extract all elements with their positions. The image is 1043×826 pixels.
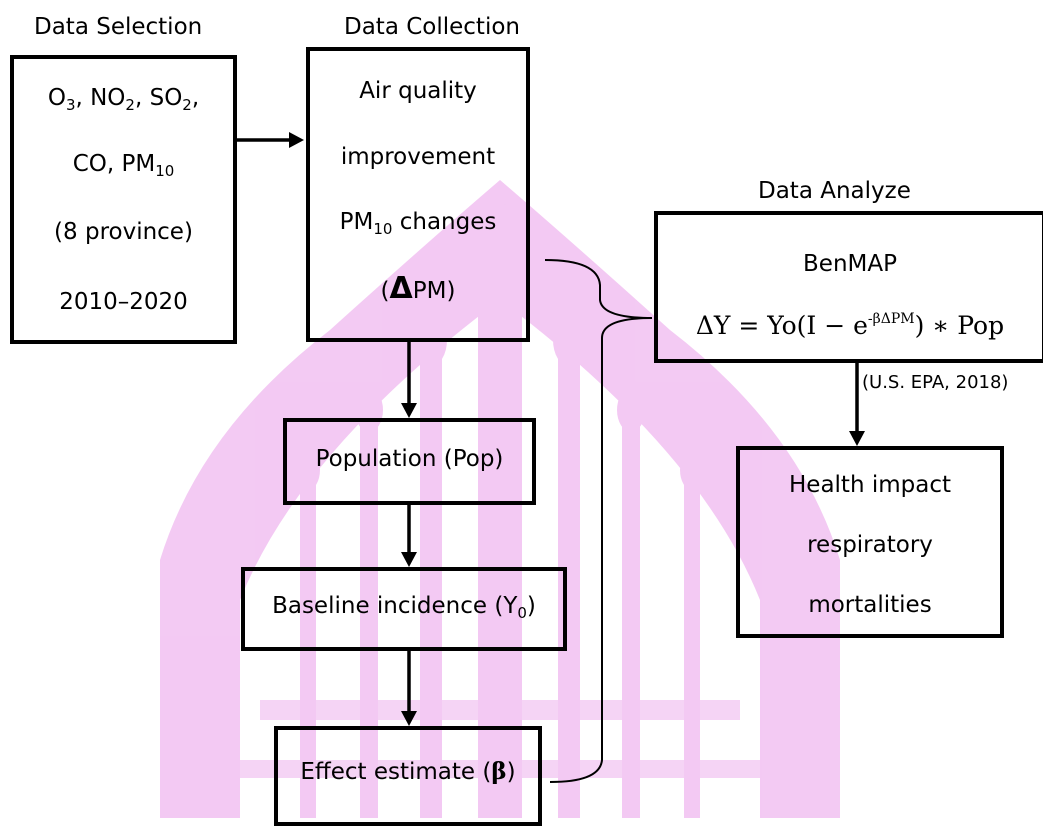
collection-line-1: Air quality	[359, 78, 477, 104]
brace-lower	[549, 317, 653, 783]
arrowhead-collection-to-population	[401, 403, 417, 418]
effect-estimate-label: Effect estimate (β)	[300, 758, 516, 785]
data-collection-box: Air quality improvement PM10 changes (ΔP…	[306, 47, 530, 342]
benmap-formula: ΔY = Yo(I − e-βΔPM) ∗ Pop	[695, 310, 1005, 340]
health-line-3: mortalities	[808, 592, 932, 618]
collection-line-2: improvement	[340, 144, 496, 170]
benmap-title: BenMAP	[803, 251, 897, 277]
delta-pm: (ΔPM)	[380, 271, 456, 306]
health-line-2: respiratory	[807, 532, 933, 558]
pollutants-line-1: O3, NO2, SO2,	[47, 85, 200, 114]
population-box: Population (Pop)	[283, 418, 536, 505]
pollutants-line-2: CO, PM10	[72, 151, 175, 180]
pm10-changes: PM10 changes	[339, 209, 497, 238]
header-data-selection: Data Selection	[34, 14, 203, 40]
arrowhead-baseline-to-effect	[401, 711, 417, 726]
arrowhead-population-to-baseline	[401, 552, 417, 567]
brace-upper	[544, 259, 653, 319]
header-data-analyze: Data Analyze	[758, 178, 911, 204]
header-data-collection: Data Collection	[344, 14, 520, 40]
baseline-incidence-label: Baseline incidence (Y0)	[272, 593, 536, 622]
arrowhead-benmap-to-health	[849, 431, 865, 446]
population-label: Population (Pop)	[315, 446, 504, 472]
year-range: 2010–2020	[59, 289, 188, 315]
health-line-1: Health impact	[789, 472, 951, 498]
baseline-incidence-box: Baseline incidence (Y0)	[241, 567, 567, 651]
data-selection-box: O3, NO2, SO2, CO, PM10 (8 province) 2010…	[10, 55, 237, 344]
arrowhead-selection-to-collection	[289, 132, 304, 148]
benmap-citation: (U.S. EPA, 2018)	[862, 372, 1009, 393]
benmap-box: BenMAP ΔY = Yo(I − e-βΔPM) ∗ Pop	[654, 211, 1043, 363]
health-impact-box: Health impact respiratory mortalities	[736, 446, 1004, 638]
province-count: (8 province)	[54, 219, 193, 245]
